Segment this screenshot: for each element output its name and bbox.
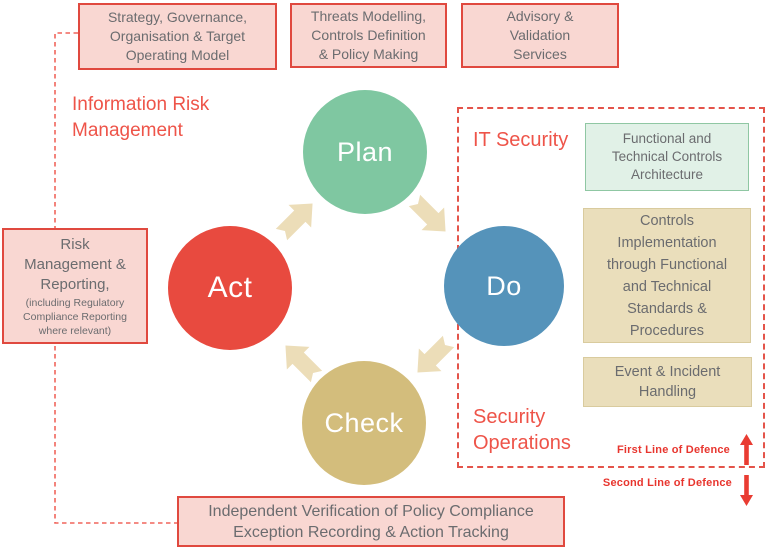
do-circle: Do — [444, 226, 564, 346]
plan-label: Plan — [336, 136, 394, 167]
information-risk-management-heading: Information Risk Management — [72, 94, 210, 141]
independent-verification-box: Independent Verification of Policy Compl… — [177, 496, 565, 547]
plan-circle: Plan — [303, 90, 427, 214]
first-line-of-defence-label: First Line of Defence — [617, 444, 730, 456]
advisory-validation-label: Advisory & Validation Services — [506, 8, 574, 62]
cycle-arrow-act-to-plan-icon — [275, 203, 313, 241]
independent-verification-label: Independent Verification of Policy Compl… — [208, 502, 534, 541]
functional-technical-controls-label: Functional and Technical Controls Archit… — [611, 131, 723, 182]
cycle-arrow-check-to-act-icon — [285, 345, 323, 383]
functional-technical-controls-box: Functional and Technical Controls Archit… — [585, 123, 749, 191]
down-arrow-icon — [740, 475, 753, 506]
cycle-arrow-do-to-check-icon — [417, 335, 455, 373]
risk-management-reporting-subtitle: (including Regulatory Compliance Reporti… — [23, 296, 127, 337]
act-circle: Act — [168, 226, 292, 350]
event-incident-handling-box: Event & Incident Handling — [583, 357, 752, 407]
controls-implementation-label: Controls Implementation through Function… — [606, 212, 728, 339]
threats-modelling-label: Threats Modelling, Controls Definition &… — [310, 8, 427, 62]
it-security-heading: IT Security — [473, 129, 569, 151]
do-label: Do — [486, 270, 522, 301]
act-label: Act — [207, 271, 253, 304]
second-line-of-defence-label: Second Line of Defence — [602, 477, 732, 489]
strategy-governance-label: Strategy, Governance, Organisation & Tar… — [107, 9, 248, 63]
up-arrow-icon — [740, 434, 753, 465]
controls-implementation-box: Controls Implementation through Function… — [583, 208, 751, 343]
check-label: Check — [324, 407, 404, 438]
threats-modelling-box: Threats Modelling, Controls Definition &… — [290, 3, 447, 68]
event-incident-handling-label: Event & Incident Handling — [614, 364, 721, 400]
risk-management-reporting-box: Risk Management & Reporting, (including … — [2, 228, 148, 344]
strategy-governance-box: Strategy, Governance, Organisation & Tar… — [78, 3, 277, 70]
security-operations-heading: Security Operations — [473, 406, 571, 454]
cycle-arrow-plan-to-do-icon — [408, 194, 446, 232]
risk-management-reporting-title: Risk Management & Reporting, — [24, 235, 126, 293]
advisory-validation-box: Advisory & Validation Services — [461, 3, 619, 68]
check-circle: Check — [302, 361, 426, 485]
